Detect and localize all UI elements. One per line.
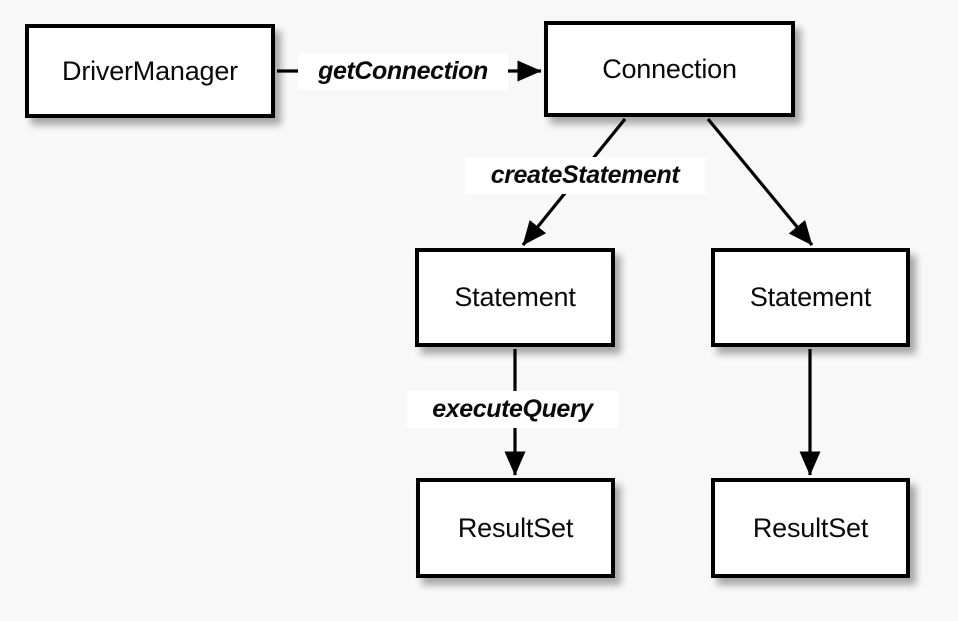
node-connection[interactable]: Connection: [544, 21, 795, 117]
connector-create-statement-right: [706, 117, 814, 247]
node-label-statement-left: Statement: [454, 282, 576, 312]
node-driver-manager[interactable]: DriverManager: [25, 24, 275, 118]
edge-label-get-connection: getConnection: [298, 53, 508, 90]
node-label-resultset-right: ResultSet: [752, 512, 869, 543]
node-label-statement-right: Statement: [749, 282, 872, 312]
node-statement-left[interactable]: Statement: [415, 248, 615, 347]
node-label-connection: Connection: [602, 53, 737, 84]
edge-label-execute-query: executeQuery: [407, 391, 618, 428]
node-label-resultset-left: ResultSet: [457, 512, 574, 543]
edge-label-create-statement: createStatement: [465, 157, 705, 194]
node-label-driver-manager: DriverManager: [62, 55, 238, 86]
node-resultset-right[interactable]: ResultSet: [711, 478, 910, 578]
node-resultset-left[interactable]: ResultSet: [416, 478, 615, 578]
node-statement-right[interactable]: Statement: [711, 248, 910, 347]
